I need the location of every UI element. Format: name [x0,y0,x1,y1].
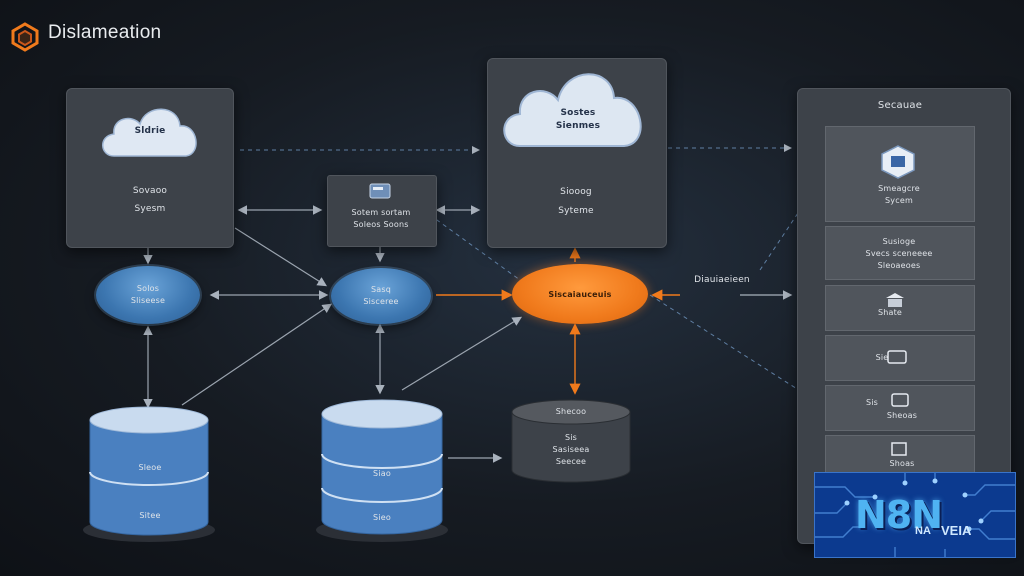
center-panel-line-2: Soleos Soons [353,220,409,229]
page-title: Dislameation [48,22,162,43]
stack-card-6-label: Shoas [889,459,915,468]
orange-hub-node[interactable] [512,264,648,324]
middle-bubble-node[interactable] [331,268,431,324]
left-bubble-node[interactable] [96,266,200,324]
stack-card-4[interactable] [825,335,975,381]
top-panel-line-1: Siooog [560,187,592,197]
left-bubble-line-2: Sliseese [130,296,166,305]
shield-badge-icon [881,145,915,179]
top-cloud-line-1: Sostes [560,108,596,118]
database-3[interactable] [508,398,634,488]
top-cloud-line-2: Sienmes [555,121,601,131]
stack-card-2-line-2: Svecs sceneeee [865,249,933,258]
middle-bubble-line-2: Sisceree [363,297,399,306]
db3-line-3: Seecee [555,457,587,466]
stack-card-5-line-1: Sis [865,398,879,407]
card-icon [369,183,391,199]
stack-card-2-line-3: Sleoaeoes [877,261,921,270]
cloud-icon [102,108,197,157]
stack-card-1[interactable] [825,126,975,222]
brand-badge-sub-a: NA [915,525,931,537]
circuit-pattern-icon [815,473,1015,557]
device-icon [887,350,907,364]
stack-card-2[interactable] [825,226,975,280]
database-2[interactable] [310,392,454,546]
tool-icon [891,393,909,407]
db3-top-label: Shecoo [555,407,587,416]
left-panel-line-1: Sovaoo [132,186,168,196]
stack-card-6[interactable] [825,435,975,473]
db2-label-2: Sieo [373,513,391,522]
flow-label: Diauiaeieen [694,275,750,285]
db2-label-1: Siao [373,469,391,478]
db1-label-2: Sitee [139,511,161,520]
center-panel-line-1: Sotem sortam [351,208,411,217]
stack-card-3-label: Shate [877,308,903,317]
left-panel-line-2: Syesm [134,204,166,214]
brand-badge-title: N8N [855,493,943,537]
middle-bubble-line-1: Sasq [370,285,392,294]
stack-card-1-line-2: Sycem [885,196,913,205]
top-cloud-panel[interactable] [487,58,667,248]
left-cloud-label: Sldrie [134,126,166,136]
brand-badge: N8N NA VEIA [814,472,1016,558]
cabinet-icon [891,442,907,456]
brand-badge-sub-b: VEIA [941,523,972,538]
stack-card-4-label: Sie [875,353,889,362]
stack-card-5[interactable] [825,385,975,431]
logo-icon [11,22,39,52]
stack-card-2-line-1: Susioge [882,237,916,246]
cloud-icon [503,73,642,147]
db3-line-1: Sis [564,433,578,442]
left-bubble-line-1: Solos [136,284,160,293]
db3-line-2: Sasiseea [552,445,590,454]
db1-label-1: Sleoe [138,463,162,472]
stack-card-3[interactable] [825,285,975,331]
building-icon [886,293,904,307]
orange-hub-label: Siscaiauceuis [548,290,612,299]
right-panel-header: Secauae [877,100,923,111]
stack-card-1-line-1: Smeagcre [878,184,920,193]
top-panel-line-2: Syteme [558,206,594,216]
database-1[interactable] [78,400,220,546]
stack-card-5-line-2: Sheoas [886,411,918,420]
